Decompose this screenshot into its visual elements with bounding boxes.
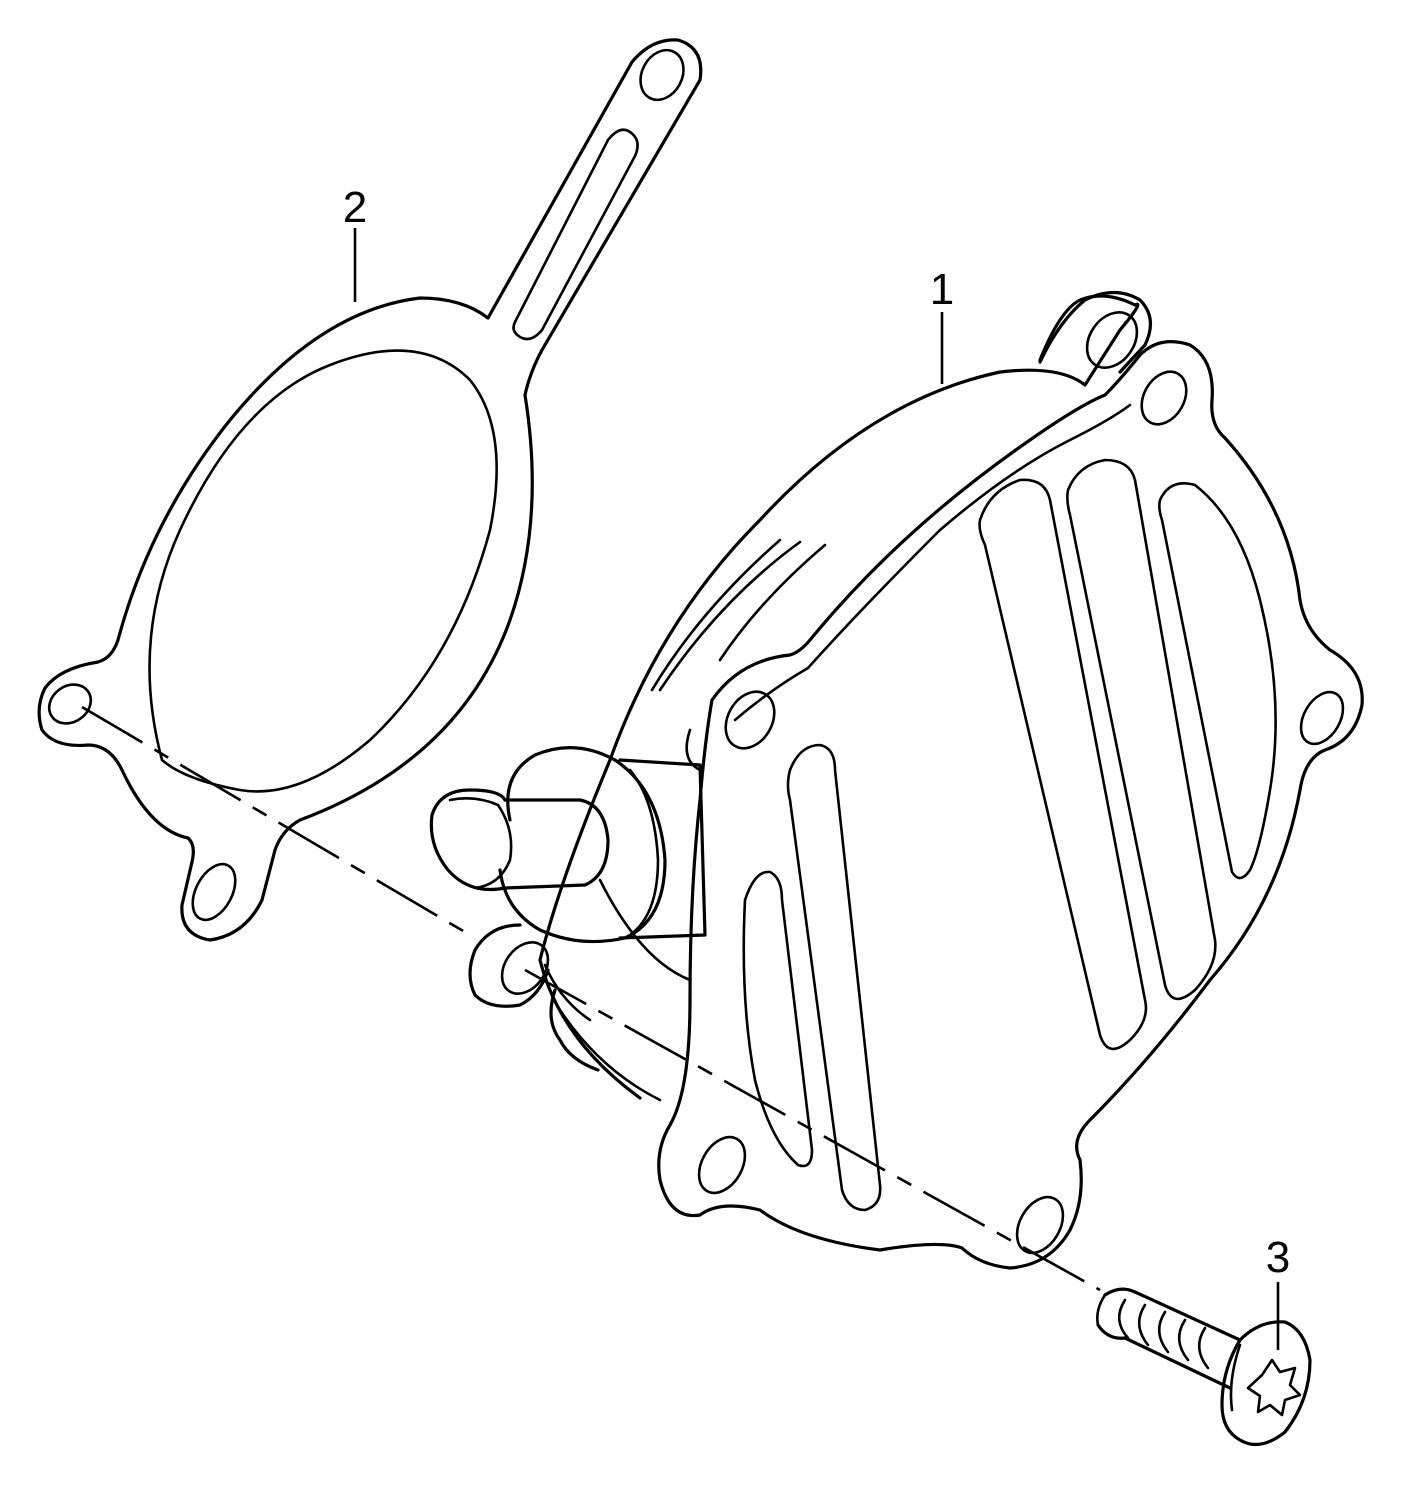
- assembly-axis-line-lower: [524, 968, 1101, 1292]
- assembly-axis-line-upper: [81, 705, 471, 937]
- callout-label-1: 1: [930, 265, 954, 314]
- callout-1: 1: [930, 265, 954, 384]
- callout-2: 2: [343, 183, 367, 302]
- callout-label-3: 3: [1266, 1233, 1290, 1282]
- callout-3: 3: [1266, 1233, 1290, 1350]
- vacuum-pump-part-1: [429, 290, 1364, 1270]
- gasket-part-2: [37, 38, 703, 942]
- callout-label-2: 2: [343, 183, 367, 232]
- screw-part-3: [1096, 1287, 1312, 1447]
